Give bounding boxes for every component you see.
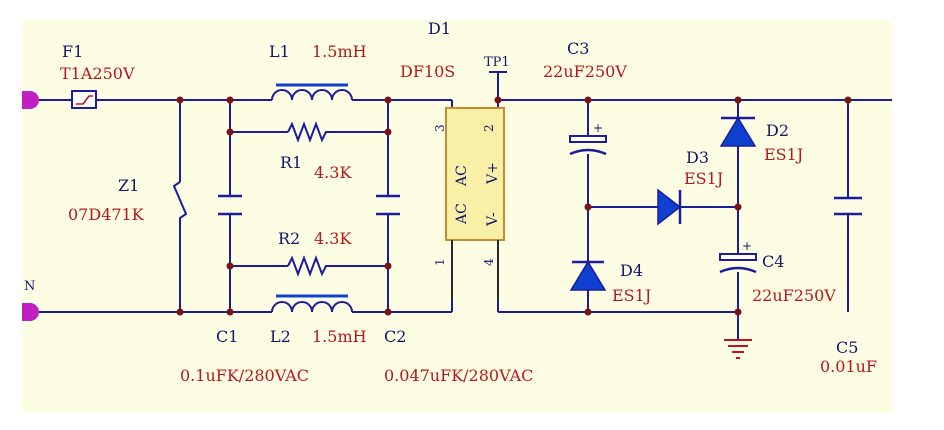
- junction-dot: [384, 308, 392, 316]
- c5-ref: C5: [836, 338, 858, 357]
- input-ports: N: [22, 91, 39, 321]
- c2-value: 0.047uFK/280VAC: [384, 366, 533, 385]
- capacitor-c3: + C3 22uF250V: [543, 39, 627, 156]
- c2-ref: C2: [384, 327, 406, 346]
- junction-dot: [584, 96, 592, 104]
- d1-pin-vplus: V+: [485, 162, 501, 185]
- capacitor-c1: C1 0.1uFK/280VAC: [180, 194, 309, 385]
- neutral-port-label: N: [24, 279, 35, 294]
- r1-ref: R1: [280, 153, 302, 172]
- ground-icon: [724, 339, 752, 359]
- resistor-r2: R2 4.3K: [278, 229, 352, 277]
- fuse-ref: F1: [62, 42, 83, 61]
- d1-pin-vminus: V-: [485, 212, 501, 227]
- c3-ref: C3: [567, 39, 589, 58]
- resistor-r1: R1 4.3K: [280, 121, 352, 182]
- c3-polarity-mark: +: [593, 121, 603, 135]
- d1-value: DF10S: [400, 62, 455, 81]
- line-input-port[interactable]: [22, 91, 39, 109]
- c1-ref: C1: [216, 327, 238, 346]
- d1-pin-4: 4: [482, 258, 496, 266]
- junction-dot: [384, 128, 392, 136]
- junction-dot: [844, 96, 852, 104]
- junction-dot: [226, 262, 234, 270]
- c4-polarity-mark: +: [742, 239, 752, 253]
- junction-dot: [384, 262, 392, 270]
- testpoint-tp1: TP1: [484, 55, 510, 73]
- c5-value: 0.01uF: [820, 357, 877, 376]
- r2-value: 4.3K: [314, 229, 352, 248]
- l2-ref: L2: [270, 327, 291, 346]
- d3-ref: D3: [686, 148, 709, 167]
- varistor-ref: Z1: [118, 176, 139, 195]
- junction-dot: [226, 308, 234, 316]
- junction-dot: [734, 203, 742, 211]
- d1-pin-3: 3: [433, 124, 447, 132]
- l1-ref: L1: [269, 42, 290, 61]
- diode-d4: D4 ES1J: [569, 260, 651, 305]
- d1-pin-ac1: AC: [454, 203, 470, 225]
- capacitor-c4: + C4 22uF250V: [719, 239, 836, 305]
- tp1-ref: TP1: [484, 55, 510, 70]
- junction-dot: [734, 308, 742, 316]
- inductor-l2: L2 1.5mH: [270, 294, 367, 346]
- capacitor-c5: C5 0.01uF: [820, 196, 877, 376]
- junction-dot: [226, 96, 234, 104]
- d2-value: ES1J: [764, 145, 803, 164]
- varistor-z1: Z1 07D471K: [68, 176, 188, 224]
- d1-pin-1: 1: [433, 258, 447, 266]
- l2-value: 1.5mH: [312, 327, 367, 346]
- junction-dots: [176, 96, 852, 316]
- diode-d2: D2 ES1J: [719, 116, 803, 164]
- d1-pin-2: 2: [482, 124, 496, 132]
- junction-dot: [176, 308, 184, 316]
- c4-ref: C4: [762, 252, 784, 271]
- d2-ref: D2: [766, 121, 789, 140]
- d1-ref: D1: [428, 19, 451, 38]
- diode-d3: D3 ES1J: [657, 148, 723, 226]
- c3-value: 22uF250V: [543, 62, 627, 81]
- neutral-input-port[interactable]: [22, 303, 39, 321]
- d4-value: ES1J: [612, 286, 651, 305]
- junction-dot: [384, 96, 392, 104]
- inductor-l1: L1 1.5mH: [269, 42, 367, 101]
- r2-ref: R2: [278, 229, 300, 248]
- capacitor-c2: C2 0.047uFK/280VAC: [376, 194, 533, 385]
- junction-dot: [584, 203, 592, 211]
- junction-dot: [584, 308, 592, 316]
- c1-value: 0.1uFK/280VAC: [180, 366, 309, 385]
- junction-dot: [226, 128, 234, 136]
- junction-dot: [176, 96, 184, 104]
- junction-dot: [734, 96, 742, 104]
- bridge-rectifier-d1: D1 DF10S AC AC V+ V- 3 2 1 4: [400, 19, 505, 300]
- c4-value: 22uF250V: [752, 286, 836, 305]
- varistor-value: 07D471K: [68, 205, 145, 224]
- junction-dot: [494, 96, 502, 104]
- fuse-f1: F1 T1A250V: [60, 42, 135, 109]
- l1-value: 1.5mH: [312, 42, 367, 61]
- d4-ref: D4: [620, 261, 643, 280]
- fuse-value: T1A250V: [60, 64, 135, 83]
- d3-value: ES1J: [684, 169, 723, 188]
- r1-value: 4.3K: [314, 163, 352, 182]
- d1-pin-ac2: AC: [454, 165, 470, 187]
